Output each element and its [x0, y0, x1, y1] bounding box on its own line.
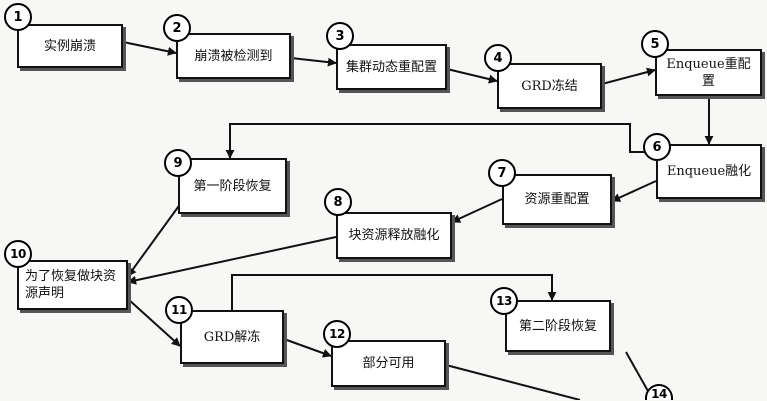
step-5-label: Enqueue重配置 [666, 56, 751, 89]
step-6-badge: 6 [643, 133, 671, 161]
arrow-4-to-5 [601, 67, 656, 85]
arrow-7-to-8 [451, 198, 503, 223]
step-12-badge: 12 [323, 320, 351, 348]
step-13-box: 第二阶段恢复 [505, 300, 611, 352]
step-6-box: Enqueue融化 [656, 144, 762, 199]
arrow-11-to-12 [283, 338, 332, 358]
step-9-badge: 9 [164, 149, 192, 177]
step-7-badge: 7 [488, 159, 516, 187]
step-1-box: 实例崩溃 [17, 24, 123, 68]
step-5-badge: 5 [641, 30, 669, 58]
step-11-box: GRD解冻 [180, 310, 284, 364]
step-3-badge: 3 [326, 22, 354, 50]
step-8-label: 块资源释放融化 [348, 228, 440, 243]
step-3-label: 集群动态重配置 [345, 59, 437, 75]
step-2-box: 崩溃被检测到 [176, 33, 291, 79]
step-13-badge: 13 [490, 287, 518, 315]
step-3-box: 集群动态重配置 [336, 44, 447, 90]
arrow-2-to-3 [290, 57, 337, 67]
step-7-label: 资源重配置 [524, 192, 590, 207]
step-4-box: GRD冻结 [497, 63, 602, 109]
step-8-box: 块资源释放融化 [336, 212, 452, 259]
step-10-badge: 10 [4, 240, 32, 268]
step-5-box: Enqueue重配置 [655, 49, 762, 96]
arrow-1-to-2 [122, 41, 177, 56]
arrow-10-to-11 [127, 298, 181, 347]
arrow-3-to-4 [446, 68, 498, 84]
arrow-11-to-13 [231, 274, 557, 310]
arrow-6-to-9 [225, 123, 656, 159]
step-14-badge: 14 [645, 384, 673, 401]
step-2-badge: 2 [163, 14, 191, 42]
step-9-box: 第一阶段恢复 [178, 158, 287, 214]
step-10-box: 为了恢复做块资源声明 [17, 260, 128, 310]
step-1-label: 实例崩溃 [43, 38, 96, 54]
step-1-badge: 1 [4, 3, 32, 31]
step-10-label: 为了恢复做块资源声明 [25, 269, 117, 301]
step-8-badge: 8 [324, 188, 352, 216]
step-4-label: GRD冻结 [521, 78, 578, 94]
step-4-badge: 4 [484, 44, 512, 72]
step-12-label: 部分可用 [362, 356, 415, 371]
step-12-box: 部分可用 [331, 340, 446, 387]
step-6-label: Enqueue融化 [666, 164, 752, 179]
arrow-8-to-10 [127, 236, 337, 285]
step-9-label: 第一阶段恢复 [193, 178, 272, 194]
step-13-label: 第二阶段恢复 [518, 318, 597, 334]
step-11-label: GRD解冻 [203, 329, 261, 345]
step-11-badge: 11 [165, 296, 193, 324]
step-2-label: 崩溃被检测到 [194, 48, 273, 64]
arrow-12-to-14 [445, 364, 581, 400]
arrow-9-to-10 [127, 202, 182, 277]
arrow-6-to-7 [611, 180, 657, 202]
step-7-box: 资源重配置 [502, 174, 612, 225]
